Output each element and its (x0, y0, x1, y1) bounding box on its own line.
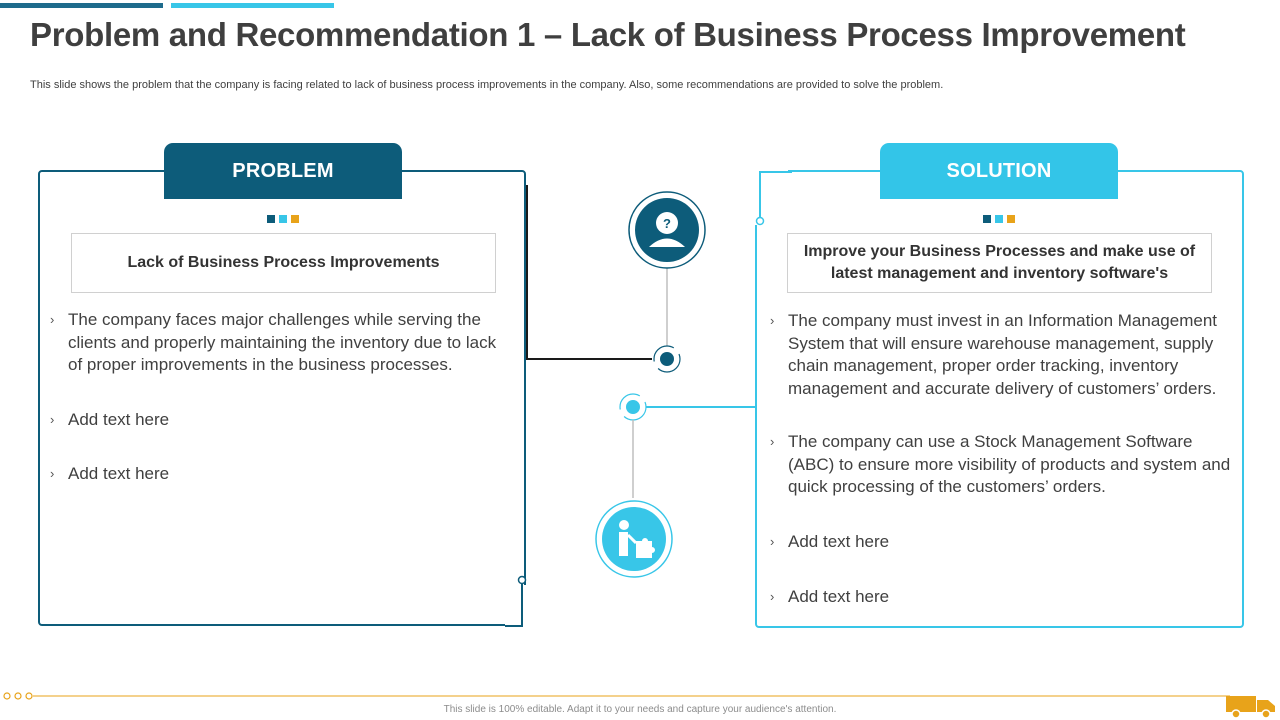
bullet-chevron-icon: › (50, 412, 55, 427)
bullet-chevron-icon: › (770, 589, 775, 604)
truck-icon (1226, 696, 1275, 719)
footer-note: This slide is 100% editable. Adapt it to… (443, 704, 837, 715)
top-accent-bar-dark (0, 3, 163, 8)
solution-bullet-text: The company can use a Stock Management S… (788, 432, 1231, 496)
problem-panel-end-connector (505, 575, 527, 627)
problem-color-dots (267, 215, 299, 223)
solution-bullet: › The company can use a Stock Management… (770, 431, 1232, 499)
svg-text:?: ? (663, 216, 671, 231)
bullet-chevron-icon: › (770, 434, 775, 449)
footer-line (3, 692, 1230, 700)
person-puzzle-icon (595, 500, 673, 578)
problem-bullet: › The company faces major challenges whi… (50, 309, 510, 377)
problem-heading: Lack of Business Process Improvements (71, 233, 496, 293)
bullet-chevron-icon: › (50, 466, 55, 481)
solution-bullet: › Add text here (770, 586, 1232, 609)
solution-panel-start-connector (755, 171, 792, 226)
problem-bullet-text: Add text here (68, 464, 170, 483)
panel-gap (748, 165, 788, 225)
solution-bullet: › Add text here (770, 531, 1232, 554)
problem-tab: PROBLEM (164, 143, 402, 199)
solution-bullet-text: Add text here (788, 587, 890, 606)
problem-bullet: › Add text here (50, 409, 510, 432)
page-title: Problem and Recommendation 1 – Lack of B… (30, 16, 1186, 53)
problem-bullet-text: The company faces major challenges while… (68, 310, 497, 374)
solution-color-dots (983, 215, 1015, 223)
solution-bullet-text: The company must invest in an Informatio… (788, 311, 1217, 398)
page-subtitle: This slide shows the problem that the co… (30, 79, 944, 91)
bullet-chevron-icon: › (770, 313, 775, 328)
solution-bullet: › The company must invest in an Informat… (770, 310, 1232, 400)
problem-bullet: › Add text here (50, 463, 510, 486)
problem-bullet-text: Add text here (68, 410, 170, 429)
bullet-chevron-icon: › (50, 312, 55, 327)
solution-tab: SOLUTION (880, 143, 1118, 199)
bullet-chevron-icon: › (770, 534, 775, 549)
solution-bullet-text: Add text here (788, 532, 890, 551)
solution-heading: Improve your Business Processes and make… (787, 233, 1212, 293)
top-accent-bar-light (171, 3, 334, 8)
question-person-icon: ? (628, 191, 706, 269)
